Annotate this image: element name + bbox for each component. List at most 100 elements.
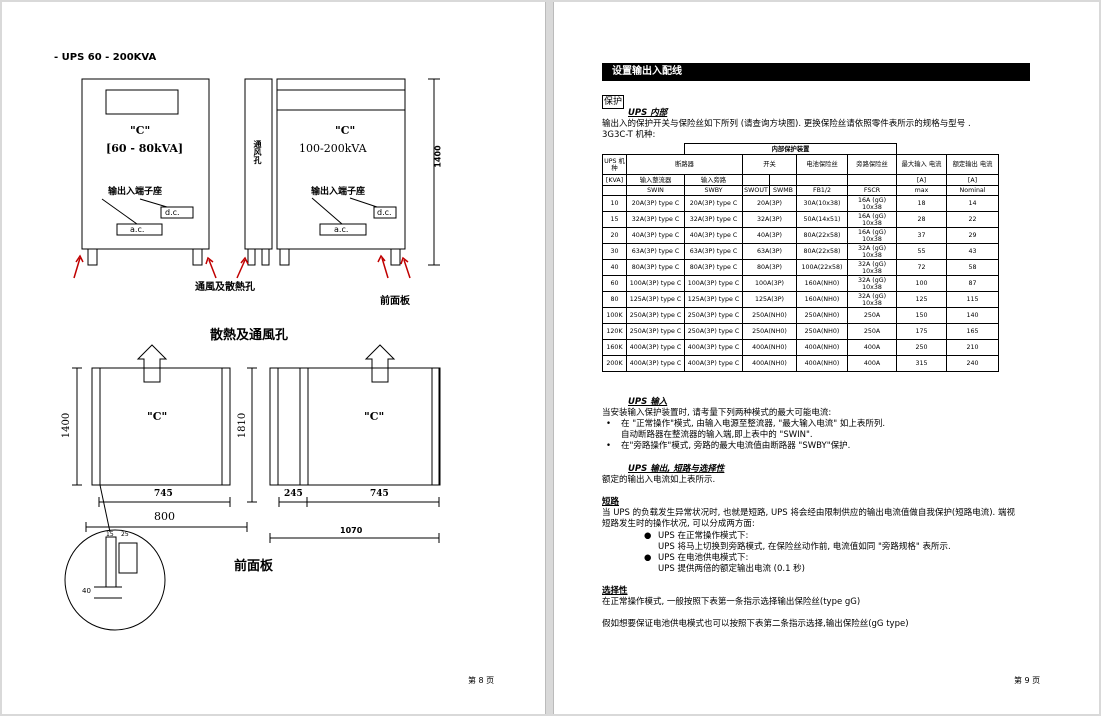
col-kva: [KVA]: [602, 174, 627, 186]
col-unit-a-1: [A]: [896, 174, 948, 186]
col-unit-a-2: [A]: [946, 174, 1000, 186]
table-cell: 40A(3P) type C: [626, 227, 685, 244]
table-cell: 16A (gG) 10x38: [846, 227, 898, 244]
col-rectifier-input: 输入整流器: [626, 174, 685, 186]
code-cell: SWIN: [626, 185, 685, 196]
bullet-dot: ●: [644, 531, 652, 541]
cab2-c-label: "C": [335, 124, 356, 137]
table-cell: 80: [602, 291, 627, 308]
table-cell: 150: [896, 307, 948, 324]
fuse-table: 内部保护装置 UPS 机种 断路器 开关 电池保险丝 旁路保险丝 最大输入 电流…: [602, 143, 1000, 372]
table-cell: 400A: [846, 355, 898, 372]
table-cell: 80A(3P) type C: [626, 259, 685, 276]
dim-1400: 1400: [61, 412, 73, 439]
table-cell: 20A(3P) type C: [626, 195, 685, 212]
table-cell: 28: [896, 211, 948, 228]
cab2-ac: a.c.: [334, 225, 349, 234]
table-cell: 63A(3P) type C: [684, 243, 743, 260]
table-cell: 32A (gG) 10x38: [846, 243, 898, 260]
page-title: - UPS 60 - 200KVA: [54, 52, 157, 63]
table-cell: 400A(3P) type C: [684, 355, 743, 372]
table-cell: 250A(3P) type C: [684, 307, 743, 324]
table-cell: 125A(3P) type C: [626, 291, 685, 308]
bottom-view-2: [269, 344, 441, 543]
table-cell: 160A(NH0): [796, 275, 848, 292]
page-number: 第 8 页: [468, 676, 495, 685]
table-cell: 16A (gG) 10x38: [846, 195, 898, 212]
col-switch: 开关: [742, 154, 797, 175]
cab2-dc: d.c.: [377, 208, 392, 217]
table-cell: 60: [602, 275, 627, 292]
table-cell: 15: [602, 211, 627, 228]
code-cell: SWBY: [684, 185, 743, 196]
short-circuit-heading: 短路: [602, 497, 620, 507]
table-cell: 240: [946, 355, 1000, 372]
table-cell: 140: [946, 307, 1000, 324]
table-cell: 250A(3P) type C: [684, 323, 743, 340]
table-cell: 210: [946, 339, 1000, 356]
input-intro: 当安装输入保护装置时, 请考量下列两种模式的最大可能电流:: [602, 408, 832, 418]
table-cell: 100A(22x58): [796, 259, 848, 276]
table-cell: 400A(NH0): [796, 355, 848, 372]
table-title: 内部保护装置: [683, 143, 898, 155]
intro-line-2: 3G3C-T 机种:: [602, 130, 656, 140]
bullet-dot: ●: [644, 553, 652, 563]
table-cell: 100K: [602, 307, 627, 324]
table-cell: 40A(3P): [742, 227, 797, 244]
output-text: 额定的输出入电流如上表所示.: [602, 475, 716, 485]
table-cell: 115: [946, 291, 1000, 308]
table-cell: 80A(22x58): [796, 243, 848, 260]
input-bullet-1b: 自动断路器在整流器的输入端,即上表中的 "SWIN".: [621, 430, 813, 440]
code-cell: Nominal: [946, 185, 1000, 196]
table-cell: 175: [896, 323, 948, 340]
table-cell: 250A(NH0): [796, 323, 848, 340]
table-cell: 72: [896, 259, 948, 276]
table-cell: 125A(3P): [742, 291, 797, 308]
table-cell: 400A: [846, 339, 898, 356]
col-battery-fuse: 电池保险丝: [796, 154, 848, 175]
table-cell: 200K: [602, 355, 627, 372]
table-cell: 100A(3P) type C: [684, 275, 743, 292]
table-cell: 43: [946, 243, 1000, 260]
table-cell: 29: [946, 227, 1000, 244]
table-cell: 100: [896, 275, 948, 292]
table-cell: 32A(3P) type C: [684, 211, 743, 228]
table-cell: 32A(3P): [742, 211, 797, 228]
ups-input-heading: UPS 输入: [628, 397, 668, 407]
table-cell: 400A(NH0): [796, 339, 848, 356]
front-panel-label-bottom: 前面板: [234, 559, 274, 574]
table-cell: 250A(NH0): [742, 307, 797, 324]
code-cell: SWOUT: [742, 185, 770, 196]
short-bullet-1b: UPS 将马上切换到旁路模式, 在保险丝动作前, 电流值如同 "旁路规格" 表所…: [658, 542, 951, 552]
table-cell: 40: [602, 259, 627, 276]
table-cell: 250A(NH0): [796, 307, 848, 324]
table-cell: 18: [896, 195, 948, 212]
table-cell: 315: [896, 355, 948, 372]
table-cell: 20A(3P): [742, 195, 797, 212]
table-cell: 30: [602, 243, 627, 260]
table-cell: 63A(3P): [742, 243, 797, 260]
cab1-ac: a.c.: [130, 225, 145, 234]
table-cell: 250A: [846, 323, 898, 340]
table-cell: 63A(3P) type C: [626, 243, 685, 260]
dim-745-a: 745: [154, 489, 173, 499]
table-cell: 40A(3P) type C: [684, 227, 743, 244]
selectivity-heading: 选择性: [602, 586, 628, 596]
cab2-terminal-label: 输出入端子座: [311, 187, 366, 197]
table-cell: 250A(NH0): [742, 323, 797, 340]
table-cell: 55: [896, 243, 948, 260]
cab1-c-label: "C": [130, 124, 151, 137]
section-title: 散熱及通風孔: [210, 328, 289, 343]
dim-1070: 1070: [340, 526, 363, 535]
col-ups-model: UPS 机种: [602, 154, 627, 175]
section-header: 设置输出入配线: [602, 63, 1030, 81]
table-cell: 400A(3P) type C: [684, 339, 743, 356]
table-cell: 160A(NH0): [796, 291, 848, 308]
